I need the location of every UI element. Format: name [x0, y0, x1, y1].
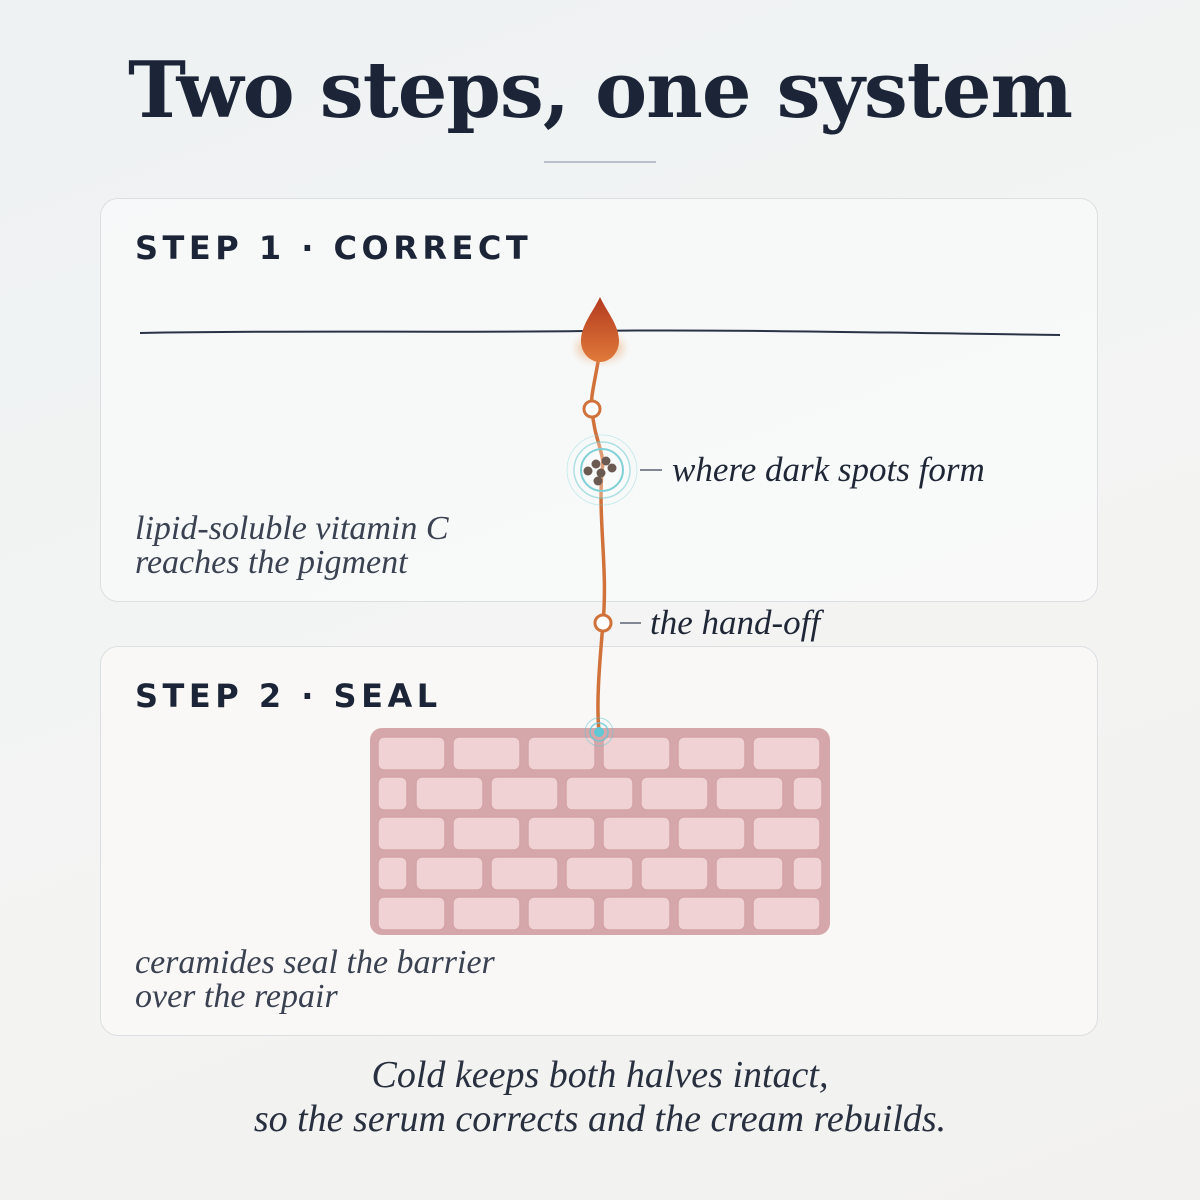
barrier-mortar: [370, 728, 830, 935]
barrier-brick: [527, 816, 596, 851]
hand-off-callout: the hand-off: [650, 603, 821, 642]
barrier-brick: [752, 896, 821, 931]
barrier-brick: [377, 736, 446, 771]
barrier-brick: [452, 736, 521, 771]
footer-caption: Cold keeps both halves intact, so the se…: [0, 1053, 1200, 1141]
pigment-dot: [607, 463, 617, 473]
barrier-brick: [640, 776, 709, 811]
page-title: Two steps, one system: [128, 45, 1073, 136]
barrier-brick: [490, 856, 559, 891]
barrier-brick: [452, 816, 521, 851]
step-2-note-line: over the repair: [135, 978, 338, 1015]
pigment-dot: [601, 456, 611, 466]
droplet-icon: [576, 297, 624, 362]
step-1-note-line: reaches the pigment: [135, 544, 408, 581]
brick-barrier-icon: [370, 728, 830, 935]
barrier-brick: [677, 816, 746, 851]
barrier-brick: [640, 856, 709, 891]
barrier-brick: [565, 856, 634, 891]
barrier-brick: [602, 896, 671, 931]
barrier-brick: [377, 776, 408, 811]
step-2-note: ceramides seal the barrier over the repa…: [135, 946, 495, 1014]
step-1-note: lipid-soluble vitamin C reaches the pigm…: [135, 512, 449, 580]
step-1-label: STEP 1 · CORRECT: [135, 229, 533, 267]
barrier-brick: [415, 776, 484, 811]
dark-spots-callout: where dark spots form: [672, 450, 985, 489]
barrier-brick: [752, 736, 821, 771]
barrier-brick: [792, 856, 823, 891]
path-waypoint: [582, 399, 602, 419]
barrier-brick: [602, 736, 671, 771]
hand-off-point: [593, 613, 613, 633]
barrier-brick: [752, 816, 821, 851]
barrier-brick: [565, 776, 634, 811]
pigment-dot: [596, 468, 606, 478]
title-divider: [544, 161, 656, 163]
step-2-label: STEP 2 · SEAL: [135, 677, 442, 715]
footer-line: Cold keeps both halves intact,: [371, 1054, 829, 1096]
footer-line: so the serum corrects and the cream rebu…: [253, 1098, 947, 1140]
barrier-brick: [527, 896, 596, 931]
barrier-brick: [377, 896, 446, 931]
pigment-dot: [591, 459, 601, 469]
step-1-note-line: lipid-soluble vitamin C: [135, 510, 449, 547]
barrier-brick: [715, 856, 784, 891]
step-1-card: [100, 198, 1098, 602]
pigment-cluster-icon: [566, 434, 638, 506]
barrier-brick: [527, 736, 596, 771]
pigment-dot: [593, 476, 603, 486]
pigment-dot: [583, 466, 593, 476]
step-2-note-line: ceramides seal the barrier: [135, 944, 495, 981]
barrier-brick: [377, 816, 446, 851]
barrier-brick: [715, 776, 784, 811]
seal-point: [584, 717, 614, 747]
barrier-brick: [452, 896, 521, 931]
barrier-brick: [602, 816, 671, 851]
barrier-brick: [377, 856, 408, 891]
barrier-brick: [792, 776, 823, 811]
barrier-brick: [415, 856, 484, 891]
barrier-brick: [677, 896, 746, 931]
barrier-brick: [677, 736, 746, 771]
barrier-brick: [490, 776, 559, 811]
